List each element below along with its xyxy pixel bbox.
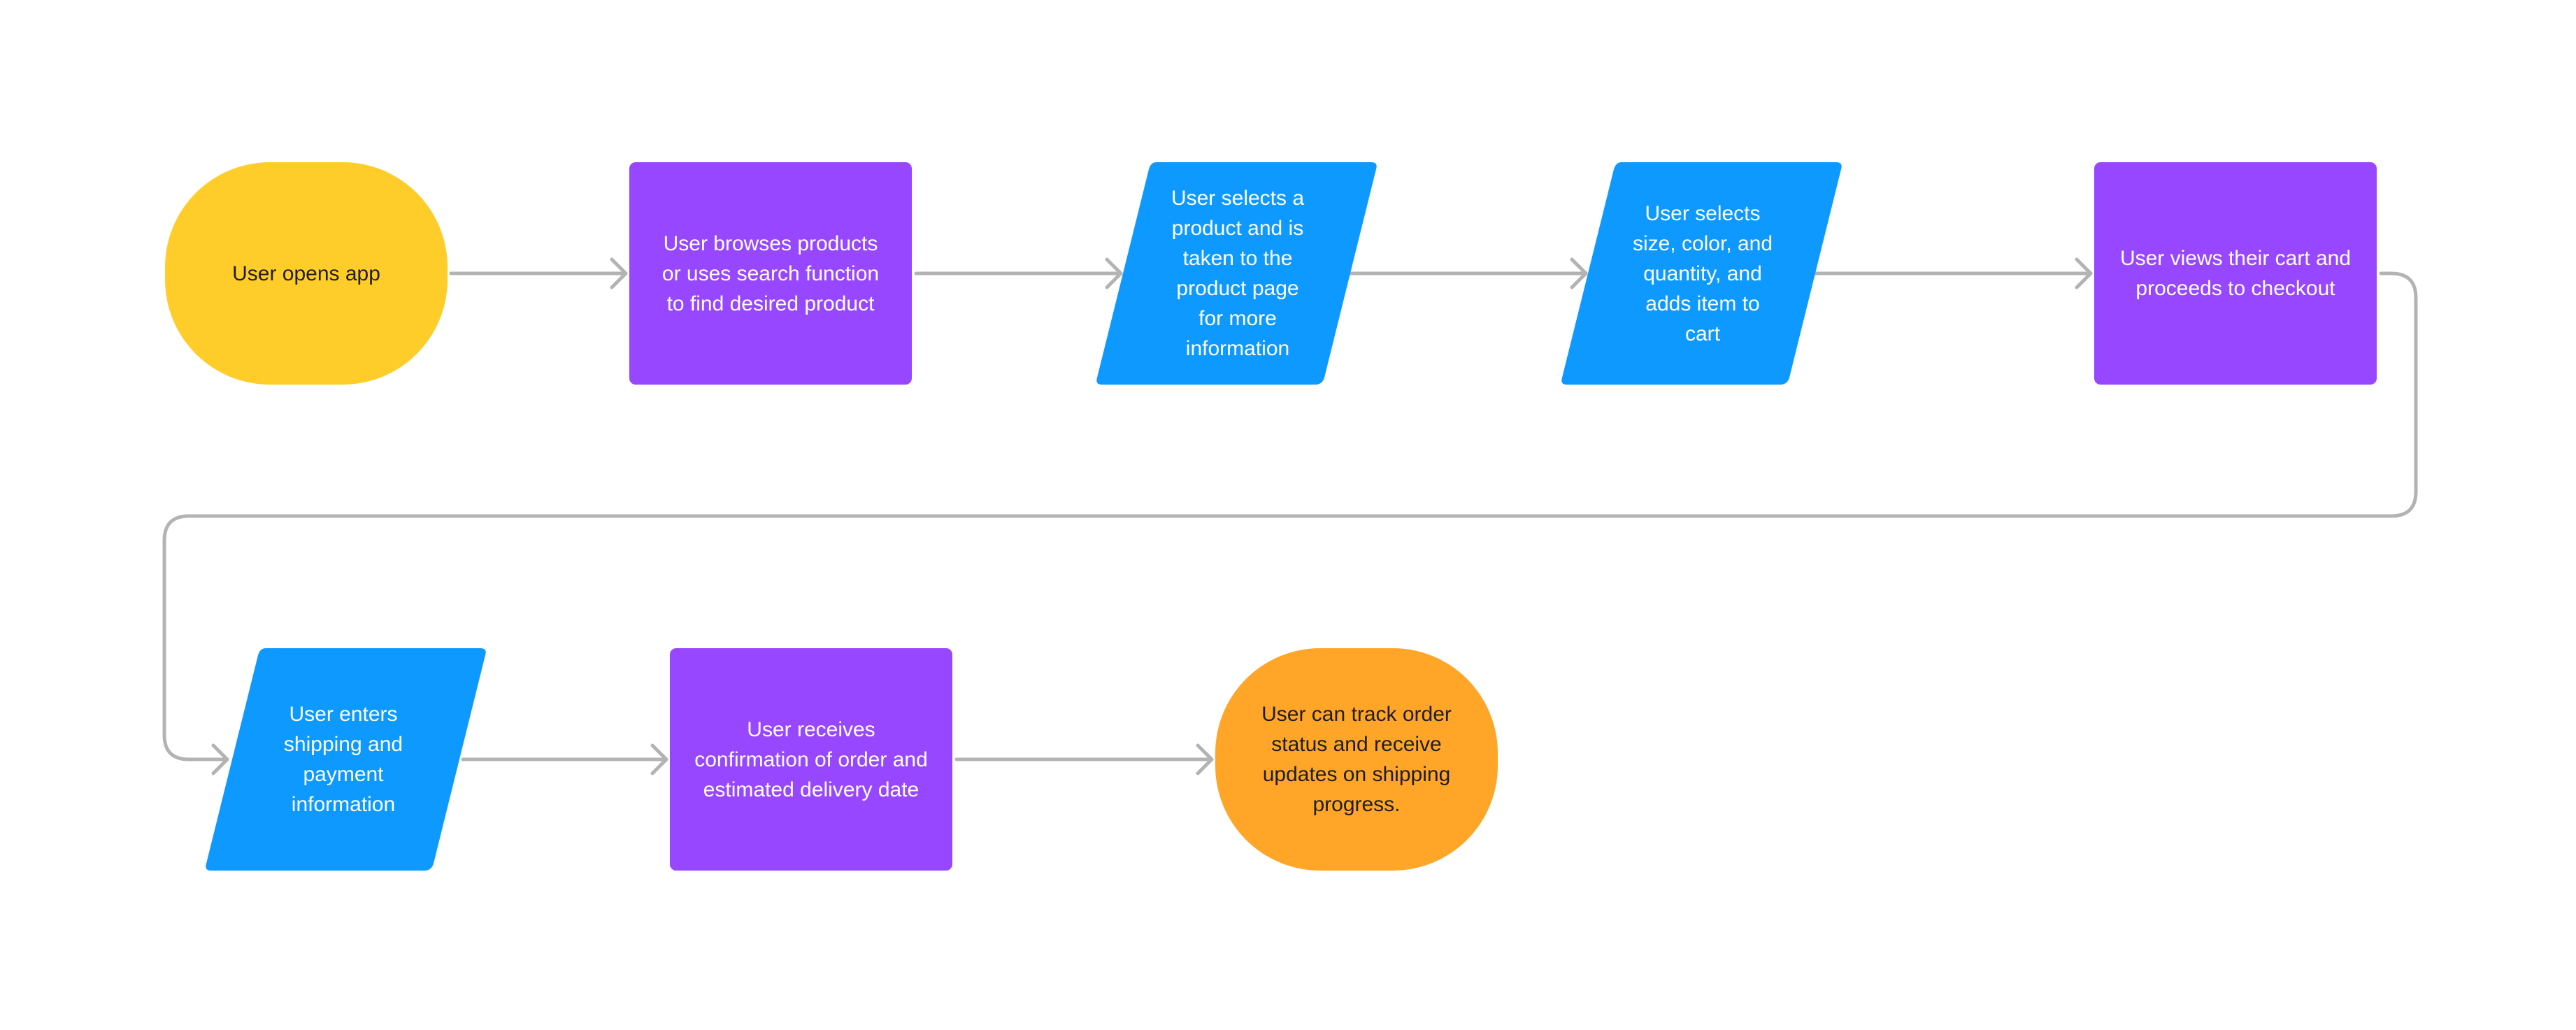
node-shape-process xyxy=(2094,162,2377,385)
arrowhead-icon xyxy=(1570,257,1588,289)
node-view-cart: User views their cart and proceeds to ch… xyxy=(2119,247,2352,300)
node-enter-shipping: User enters shipping and payment informa… xyxy=(283,703,403,816)
node-user-opens-app: User opens app xyxy=(232,262,380,285)
node-select-options: User selects size, color, and quantity, … xyxy=(1632,201,1773,345)
arrowhead-icon xyxy=(610,257,628,289)
node-shape-process xyxy=(670,648,952,871)
arrowhead-icon xyxy=(1105,257,1123,289)
node-track-order: User can track order status and receive … xyxy=(1261,703,1452,816)
arrowhead-icon xyxy=(2075,257,2093,289)
nodes-layer xyxy=(165,162,2377,871)
node-shape-process xyxy=(629,162,912,385)
node-select-product: User selects a product and is taken to t… xyxy=(1171,187,1305,360)
node-shape-terminal xyxy=(1215,648,1498,871)
connector-arrow xyxy=(162,271,2418,761)
arrowhead-icon xyxy=(650,743,668,775)
connectors-layer xyxy=(162,257,2418,775)
arrowhead-icon xyxy=(1196,743,1214,775)
node-shape-input-output xyxy=(206,648,486,871)
node-browse-products: User browses products or uses search fun… xyxy=(661,231,880,315)
node-order-confirmation: User receives confirmation of order and … xyxy=(694,717,928,801)
arrowhead-icon xyxy=(211,743,229,775)
node-shape-input-output xyxy=(1096,162,1377,385)
node-shape-terminal xyxy=(165,162,448,385)
node-shape-input-output xyxy=(1561,162,1842,385)
